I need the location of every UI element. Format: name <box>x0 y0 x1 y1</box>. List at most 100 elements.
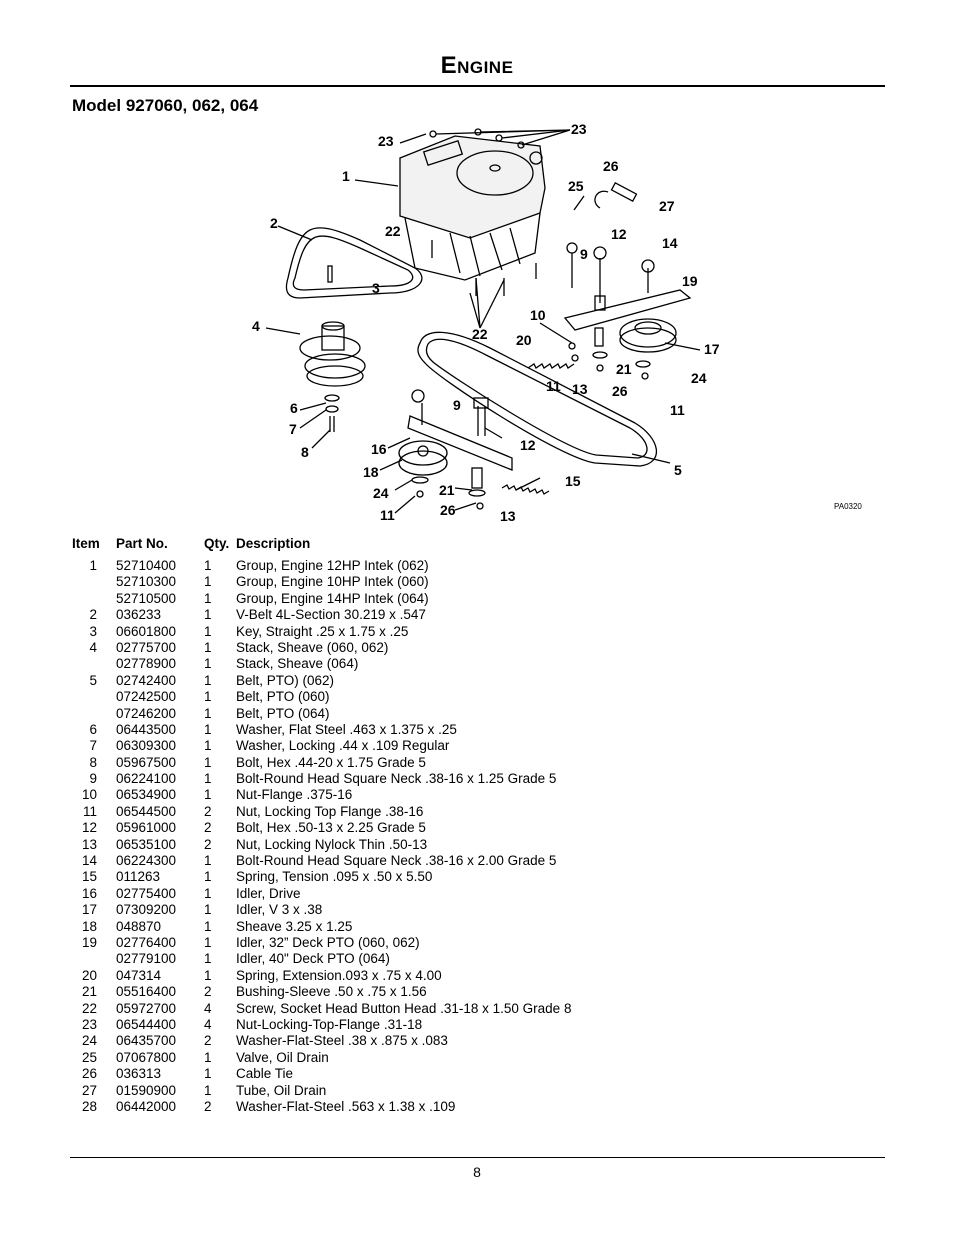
row-part-no: 06534900 <box>116 787 177 803</box>
row-description: Bolt-Round Head Square Neck .38-16 x 2.0… <box>236 853 557 869</box>
callout-26a: 26 <box>603 158 619 174</box>
diagram-code: PA0320 <box>834 502 862 511</box>
row-part-no: 06601800 <box>116 623 177 639</box>
row-description: Group, Engine 10HP Intek (060) <box>236 574 429 590</box>
row-item: 4 <box>89 639 97 655</box>
callout-11b: 11 <box>670 402 685 418</box>
row-part-no: 05961000 <box>116 820 177 836</box>
row-qty: 1 <box>204 853 212 869</box>
model-heading: Model 927060, 062, 064 <box>72 96 259 115</box>
callout-5: 5 <box>674 462 682 478</box>
row-part-no: 06309300 <box>116 738 177 754</box>
row-qty: 1 <box>204 902 212 918</box>
row-part-no: 02775400 <box>116 885 177 901</box>
row-qty: 2 <box>204 820 212 836</box>
row-qty: 1 <box>204 738 212 754</box>
row-qty: 1 <box>204 558 212 573</box>
row-description: Washer, Flat Steel .463 x 1.375 x .25 <box>236 721 457 737</box>
callout-14: 14 <box>662 235 678 251</box>
engine-exploded-diagram: 23 23 1 26 25 27 2 22 12 14 9 3 19 4 10 … <box>252 121 862 524</box>
row-item: 10 <box>81 787 97 803</box>
callout-15: 15 <box>565 473 581 489</box>
row-item: 6 <box>89 721 97 737</box>
row-item: 17 <box>81 902 97 918</box>
row-part-no: 02779100 <box>116 951 177 967</box>
row-qty: 2 <box>204 1033 212 1049</box>
row-item: 26 <box>81 1066 97 1082</box>
row-item: 24 <box>81 1033 97 1049</box>
row-qty: 2 <box>204 836 212 852</box>
callout-26b: 26 <box>612 383 628 399</box>
column-item: Item <box>72 536 100 551</box>
callout-21a: 21 <box>616 361 632 377</box>
row-description: Nut, Locking Top Flange .38-16 <box>236 803 424 819</box>
row-qty: 1 <box>204 787 212 803</box>
row-qty: 1 <box>204 639 212 655</box>
row-qty: 2 <box>204 1098 212 1114</box>
callout-27: 27 <box>659 198 675 214</box>
callout-22a: 22 <box>385 223 401 239</box>
row-item: 12 <box>81 820 97 836</box>
row-item: 27 <box>81 1082 97 1098</box>
row-part-no: 06544500 <box>116 803 177 819</box>
callout-10: 10 <box>530 307 546 323</box>
row-part-no: 02776400 <box>116 934 177 950</box>
callout-25: 25 <box>568 178 584 194</box>
row-description: Spring, Extension.093 x .75 x 4.00 <box>236 967 442 983</box>
row-qty: 1 <box>204 1082 212 1098</box>
row-item: 11 <box>82 803 97 819</box>
callout-1: 1 <box>342 168 350 184</box>
callout-3: 3 <box>372 280 380 296</box>
row-part-no: 52710400 <box>116 558 177 573</box>
row-description: Washer-Flat-Steel .563 x 1.38 x .109 <box>236 1098 456 1114</box>
callout-13b: 13 <box>500 508 516 524</box>
row-description: Tube, Oil Drain <box>236 1082 327 1098</box>
callout-20: 20 <box>516 332 532 348</box>
row-description: Idler, 40" Deck PTO (064) <box>236 951 390 967</box>
row-part-no: 06544400 <box>116 1016 177 1032</box>
row-description: Bolt-Round Head Square Neck .38-16 x 1.2… <box>236 771 557 787</box>
row-description: Belt, PTO) (062) <box>236 672 335 688</box>
row-qty: 1 <box>204 934 212 950</box>
callout-12a: 12 <box>611 226 627 242</box>
callout-24b: 24 <box>373 485 389 501</box>
row-description: Belt, PTO (060) <box>236 689 330 705</box>
row-qty: 1 <box>204 574 212 590</box>
row-description: Idler, V 3 x .38 <box>236 902 323 918</box>
row-item: 9 <box>89 771 97 787</box>
callout-8: 8 <box>301 444 309 460</box>
callout-26c: 26 <box>440 502 456 518</box>
row-qty: 1 <box>204 918 212 934</box>
row-qty: 2 <box>204 803 212 819</box>
row-item: 3 <box>89 623 97 639</box>
row-part-no: 07309200 <box>116 902 177 918</box>
row-item: 15 <box>81 869 97 885</box>
row-description: Group, Engine 14HP Intek (064) <box>236 590 429 606</box>
row-part-no: 01590900 <box>116 1082 177 1098</box>
parts-table-header: Item Part No. Qty. Description <box>70 536 885 558</box>
row-qty: 1 <box>204 705 212 721</box>
row-item: 2 <box>89 607 97 623</box>
row-qty: 4 <box>204 1016 212 1032</box>
callout-7: 7 <box>289 421 297 437</box>
row-qty: 1 <box>204 721 212 737</box>
row-item: 14 <box>81 853 97 869</box>
row-description: Idler, Drive <box>236 885 301 901</box>
row-part-no: 06442000 <box>116 1098 177 1114</box>
row-item: 25 <box>81 1049 97 1065</box>
row-description: Stack, Sheave (060, 062) <box>236 639 389 655</box>
row-item: 1 <box>89 558 97 573</box>
row-item: 7 <box>89 738 97 754</box>
